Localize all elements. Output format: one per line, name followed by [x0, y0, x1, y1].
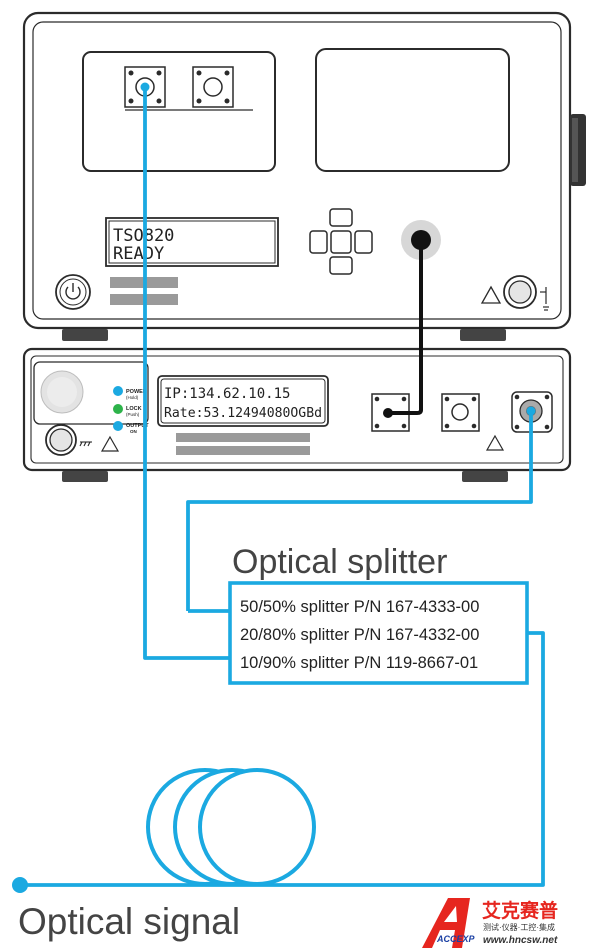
upper-left-screen — [82, 51, 276, 172]
lower-ground-port[interactable] — [45, 424, 77, 456]
splitter-item-1: 50/50% splitter P/N 167-4333-00 — [240, 598, 479, 616]
output-led — [113, 421, 123, 431]
upper-foot-left — [62, 329, 108, 341]
ground-icon — [540, 287, 549, 311]
fiber-to-lower-input — [186, 411, 533, 611]
jumper-endpoint — [383, 408, 393, 418]
lower-right-warning-icon — [485, 434, 505, 451]
lower-lcd-line2: Rate:53.12494080OGBd — [164, 406, 322, 421]
warning-triangle-icon — [480, 285, 502, 304]
led-power-sub: (Hold) — [126, 395, 139, 400]
optical-signal-label: Optical signal — [18, 901, 240, 942]
lower-lcd-line1: IP:134.62.10.15 — [164, 386, 290, 402]
nav-up-button[interactable] — [329, 208, 353, 227]
upper-right-screen — [315, 48, 510, 172]
splitter-item-2: 20/80% splitter P/N 167-4332-00 — [240, 626, 479, 644]
splitter-title: Optical splitter — [232, 543, 447, 581]
lower-grey-bar-2 — [176, 446, 310, 455]
led-power-label: POWER — [126, 389, 147, 395]
logo-mark: ACCEXP — [436, 934, 476, 944]
power-icon — [65, 286, 81, 300]
logo-url: www.hncsw.net — [483, 935, 558, 946]
lower-warning-triangle-icon — [100, 435, 120, 452]
optical-fiber-paths — [22, 87, 545, 887]
fiber-to-upper-input — [143, 87, 230, 660]
lower-foot-right — [462, 471, 508, 482]
power-button[interactable] — [55, 274, 91, 310]
splitter-item-3: 10/90% splitter P/N 119-8667-01 — [240, 654, 478, 672]
logo-slogan: 测试·仪器·工控·集成 — [483, 922, 555, 932]
fiber-to-coil — [22, 631, 545, 887]
lower-connector-2[interactable] — [441, 393, 480, 432]
navigation-pad[interactable] — [309, 208, 373, 275]
led-lock-label: LOCK — [126, 406, 142, 412]
nav-center-button[interactable] — [330, 230, 352, 254]
upper-input-connector-2[interactable] — [192, 66, 234, 108]
lock-led — [113, 404, 123, 414]
upper-foot-right — [460, 329, 506, 341]
upper-instrument: TSO820 READY — [22, 11, 586, 341]
lower-ground-icon — [79, 441, 92, 447]
brand-logo: ACCEXP 艾克赛普 测试·仪器·工控·集成 www.hncsw.net — [422, 898, 558, 948]
led-output-label: OUTPUT — [126, 423, 149, 429]
fiber-coil — [146, 768, 316, 886]
nav-down-button[interactable] — [329, 256, 353, 275]
optical-signal-input-dot — [12, 877, 28, 893]
led-lock-sub: (Push) — [126, 412, 140, 417]
nav-left-button[interactable] — [309, 230, 328, 254]
upper-lcd-line2: READY — [113, 244, 164, 264]
lower-lcd-display — [157, 375, 329, 427]
lower-foot-left — [62, 471, 108, 482]
splitter-box — [228, 581, 529, 685]
nav-right-button[interactable] — [354, 230, 373, 254]
upper-ground-port[interactable] — [503, 275, 537, 309]
lower-grey-bar-1 — [176, 433, 310, 442]
logo-brand-cn: 艾克赛普 — [482, 899, 558, 922]
lower-instrument: POWER (Hold) LOCK (Push) OUTPUT ON IP:13… — [22, 347, 572, 482]
electrical-jumper-cable — [388, 240, 423, 415]
led-output-sub: ON — [130, 429, 137, 434]
power-led — [113, 386, 123, 396]
upper-lcd-display — [105, 217, 279, 267]
